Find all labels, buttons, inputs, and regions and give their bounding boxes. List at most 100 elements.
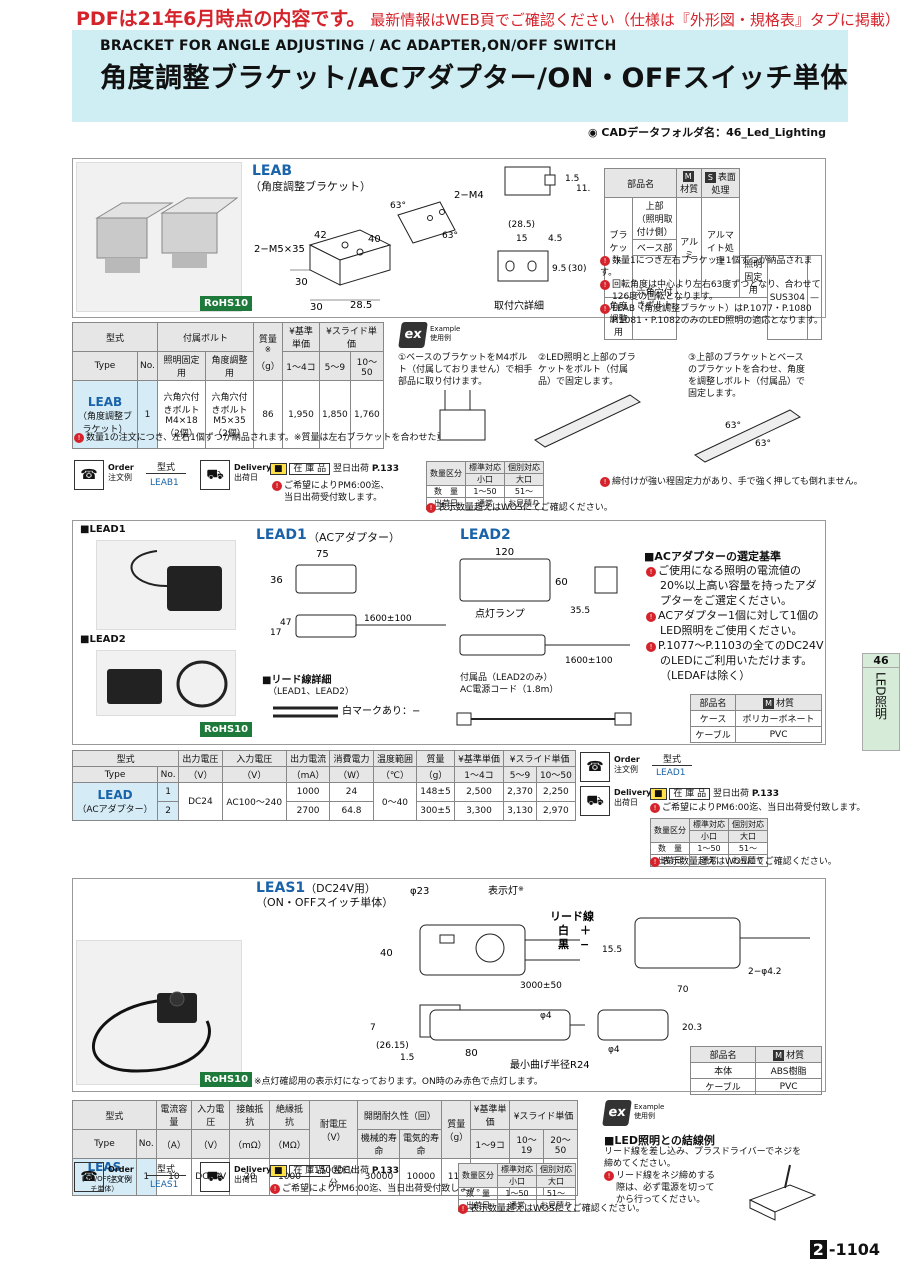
svg-text:60: 60 (555, 577, 568, 588)
rohs-badge: RoHS10 (200, 296, 253, 311)
cad-icon: ◉ (587, 126, 598, 139)
selection-notes: !ご使用になる照明の電流値の 20%以上高い容量を持ったアダ プターをご選定くだ… (646, 563, 824, 683)
svg-text:リード線: リード線 (550, 909, 594, 923)
lead1-drawing: 75 36 17 47 1600±100 (270, 549, 446, 638)
svg-text:4.5: 4.5 (548, 234, 562, 244)
leas-title: LEAS1 (256, 880, 306, 896)
svg-text:白マークあり：−: 白マークあり：− (342, 704, 420, 717)
lead2-photo (96, 650, 236, 716)
order-value: LEAD1 (656, 768, 686, 778)
page-title: 角度調整ブラケット/ACアダプター/ON・OFFスイッチ単体 (100, 63, 848, 94)
example-drawing: 63° 63° (439, 390, 801, 463)
hole-detail-drawing: 1.5 11.2 (28.5) 15 4.5 9.5 (30) 取付穴詳細 (494, 166, 590, 312)
order-icon: ☎ (74, 460, 104, 490)
leab-panel (72, 158, 826, 318)
hole-caption: 取付穴詳細 (494, 299, 544, 312)
bracket-image (95, 197, 239, 273)
svg-text:63°: 63° (390, 201, 406, 211)
truck-icon: ⛟ (200, 460, 230, 490)
svg-text:40: 40 (380, 948, 393, 959)
svg-text:42: 42 (314, 230, 327, 241)
svg-text:φ23: φ23 (410, 886, 429, 897)
wiring-example-drawing (748, 1164, 817, 1221)
svg-text:(30): (30) (568, 264, 586, 274)
svg-text:17: 17 (270, 628, 281, 638)
order-icon: ☎ (74, 1162, 104, 1192)
lead1-photo (96, 540, 236, 630)
svg-text:63°: 63° (755, 439, 771, 449)
svg-text:φ4: φ4 (540, 1011, 552, 1021)
svg-text:1.5: 1.5 (400, 1053, 414, 1063)
svg-text:80: 80 (465, 1048, 478, 1059)
svg-text:黒 −: 黒 − (558, 938, 589, 951)
dim-m5: 2−M5×35 (254, 244, 305, 255)
svg-text:15.5: 15.5 (602, 945, 622, 955)
svg-text:9.5: 9.5 (552, 264, 566, 274)
svg-text:30: 30 (310, 302, 323, 313)
truck-icon: ⛟ (200, 1162, 230, 1192)
ac-cord-drawing (456, 712, 632, 726)
svg-text:白 ＋: 白 ＋ (558, 923, 591, 937)
svg-text:15: 15 (516, 234, 527, 244)
svg-text:φ4: φ4 (608, 1045, 620, 1055)
svg-text:75: 75 (316, 549, 329, 560)
svg-text:11.2: 11.2 (576, 184, 590, 194)
svg-text:7: 7 (370, 1023, 376, 1033)
leab-photo (76, 162, 242, 312)
leas-photo (76, 940, 242, 1085)
leas-drawing: φ23 表示灯※ リード線 白 ＋ 黒 − 40 3000±50 15.5 2−… (370, 884, 810, 1071)
svg-text:120: 120 (495, 547, 514, 558)
order-value: LEAB1 (150, 478, 179, 488)
svg-text:20.3: 20.3 (682, 1023, 702, 1033)
svg-text:36: 36 (270, 575, 283, 586)
header-band (72, 30, 848, 122)
truck-icon: ⛟ (580, 786, 610, 816)
svg-text:63°: 63° (442, 231, 458, 241)
rohs-badge: RoHS10 (200, 722, 253, 737)
svg-text:表示灯※: 表示灯※ (488, 884, 524, 897)
svg-text:70: 70 (677, 985, 689, 995)
svg-text:1600±100: 1600±100 (364, 614, 412, 624)
svg-text:40: 40 (368, 234, 381, 245)
page-number: 2-1104 (809, 1240, 880, 1259)
svg-text:63°: 63° (725, 421, 741, 431)
example-icon: ex (398, 322, 428, 348)
svg-text:点灯ランプ: 点灯ランプ (475, 608, 525, 620)
dim-m4: 2−M4 (454, 190, 484, 201)
svg-text:47: 47 (280, 618, 291, 628)
order-icon: ☎ (580, 752, 610, 782)
lead2-drawing: 120 60 35.5 点灯ランプ 1600±100 (459, 547, 630, 665)
order-value: LEAS1 (150, 1180, 179, 1190)
lead-spec-table: 型式出力電圧入力電圧出力電流消費電力温度範囲質量¥基準単価¥スライド単価 Typ… (71, 750, 577, 821)
svg-text:3000±50: 3000±50 (520, 981, 562, 991)
lead-panel (72, 520, 826, 745)
example-icon: ex (602, 1100, 632, 1126)
svg-text:2−φ4.2: 2−φ4.2 (748, 967, 782, 977)
svg-text:1600±100: 1600±100 (565, 656, 613, 665)
svg-text:1.5: 1.5 (565, 174, 579, 184)
leab-subtitle: （角度調整ブラケット） (250, 180, 371, 193)
side-tab[interactable]: 46 LED照明 (862, 653, 900, 751)
svg-text:最小曲げ半径R24: 最小曲げ半径R24 (510, 1058, 590, 1071)
leab-drawing: 2−M4 63° 63° 42 40 2−M5×35 30 30 28.5 (254, 190, 484, 313)
notice: PDFは21年6月時点の内容です。 最新情報はWEB頁でご確認ください（仕様は『… (76, 4, 900, 31)
leab-table-note: !数量1の注文につき、左右1個ずつが納品されます。※質量は左右ブラケットを合わせ… (74, 432, 481, 444)
cad-folder: ◉ CADデータフォルダ名：46_Led_Lighting (587, 126, 826, 139)
lead-wire-drawing: 白マークあり：− (273, 704, 420, 718)
lead1-title: LEAD1 (256, 527, 307, 543)
leas-panel (72, 878, 826, 1092)
leas-spec-table: 型式電流容量入力電圧接触抵抗絶縁抵抗耐電圧（V）開閉耐久性（回）質量（g）¥基準… (72, 1100, 578, 1196)
leab-title: LEAB (252, 163, 292, 179)
lead2-title: LEAD2 (460, 527, 511, 543)
svg-text:30: 30 (295, 277, 308, 288)
svg-text:(26.15): (26.15) (376, 1041, 409, 1051)
svg-text:(28.5): (28.5) (508, 220, 535, 230)
rohs-badge: RoHS10 (200, 1072, 253, 1087)
svg-text:28.5: 28.5 (350, 300, 372, 311)
